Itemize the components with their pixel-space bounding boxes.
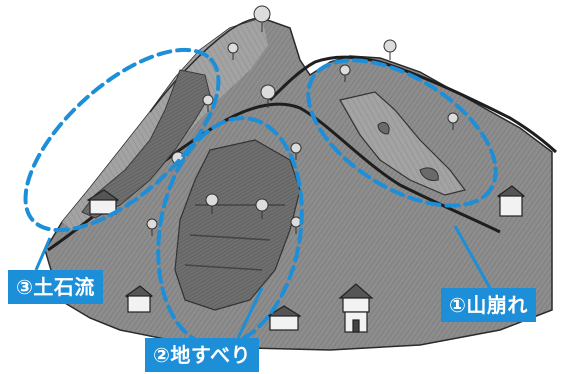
landslide-block xyxy=(174,139,301,311)
house xyxy=(86,189,120,215)
tree xyxy=(260,84,276,108)
tree xyxy=(255,198,269,219)
tree xyxy=(383,39,397,60)
tree xyxy=(202,94,214,112)
slope-collapse-label: ①山崩れ xyxy=(441,288,536,322)
tree xyxy=(227,42,239,60)
house xyxy=(497,185,525,217)
debris-flow-ellipse xyxy=(23,47,221,233)
tree xyxy=(290,216,302,234)
trees xyxy=(146,5,459,236)
tree xyxy=(290,142,302,160)
landslide-label: ②地すべり xyxy=(145,338,260,372)
tree xyxy=(447,112,459,130)
leader-lines xyxy=(34,225,492,339)
collapse-debris xyxy=(377,121,439,181)
house xyxy=(266,305,302,331)
landslide-leader xyxy=(236,287,264,339)
houses xyxy=(86,185,525,333)
tree xyxy=(146,218,158,236)
debris-flow-label: ③土石流 xyxy=(8,270,103,304)
house xyxy=(125,285,153,313)
slope-collapse-leader xyxy=(453,225,492,289)
debris-flow-leader xyxy=(34,237,52,271)
tree xyxy=(339,64,351,82)
tree xyxy=(205,193,219,214)
house xyxy=(338,283,374,333)
tree xyxy=(253,5,271,32)
slope-collapse-ellipse xyxy=(306,58,498,208)
